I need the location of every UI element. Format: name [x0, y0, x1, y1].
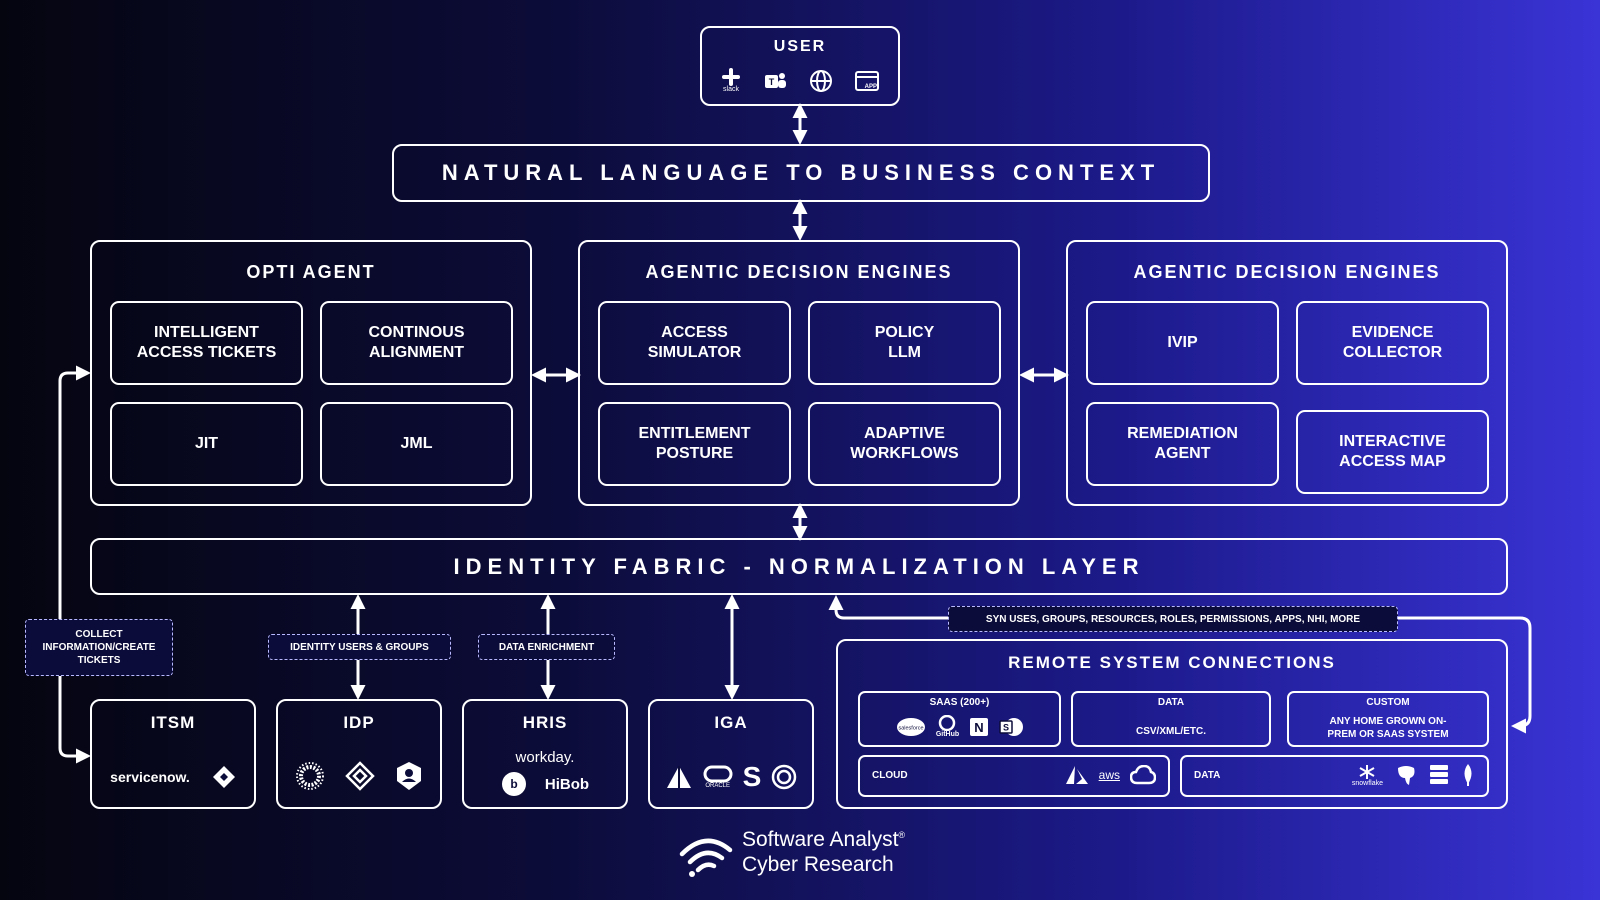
- evidence-collector-card: EVIDENCE COLLECTOR: [1296, 301, 1489, 385]
- policy-llm-card: POLICY LLM: [808, 301, 1001, 385]
- remote-title: REMOTE SYSTEM CONNECTIONS: [1008, 653, 1336, 672]
- ivip-card: IVIP: [1086, 301, 1279, 385]
- workday-logo: workday.: [515, 749, 575, 766]
- footer-logo: Software Analyst® Cyber Research: [678, 828, 938, 884]
- ping-identity-icon: [345, 761, 375, 791]
- data-connector: DATA CSV/XML/ETC.: [1071, 691, 1271, 747]
- panel-title: AGENTIC DECISION ENGINES: [1133, 262, 1441, 282]
- idp-box: IDP: [276, 699, 442, 809]
- github-caption: GitHub: [935, 731, 960, 738]
- teams-icon: T: [763, 68, 787, 93]
- database-server-icon: [1429, 764, 1449, 786]
- svg-text:N: N: [974, 720, 983, 735]
- data-label: DATA: [1157, 697, 1185, 708]
- cloud-connector: CLOUD aws: [858, 755, 1170, 797]
- data-enrichment-tag: DATA ENRICHMENT: [478, 634, 615, 660]
- snowflake-icon: snowflake: [1352, 764, 1383, 787]
- data-warehouse-connector: DATA snowflake: [1180, 755, 1489, 797]
- sailpoint-icon: [665, 764, 693, 790]
- notion-icon: N: [969, 717, 989, 737]
- itsm-box: ITSM servicenow.: [90, 699, 256, 809]
- mongodb-leaf-icon: [1461, 763, 1475, 787]
- app-caption: APP: [864, 84, 877, 90]
- jml-card: JML: [320, 402, 513, 486]
- collect-tickets-tag: COLLECT INFORMATION/CREATE TICKETS: [25, 619, 173, 676]
- salesforce-icon: salesforce: [896, 717, 926, 737]
- ring-logo-icon: [771, 764, 797, 790]
- user-title: USER: [773, 38, 827, 55]
- footer-line1: Software Analyst®: [742, 828, 906, 851]
- servicenow-logo: servicenow.: [110, 769, 190, 785]
- saas-connector: SAAS (200+) salesforce GitHub N S: [858, 691, 1061, 747]
- github-icon: GitHub: [936, 715, 959, 738]
- hibob-logo: HiBob: [544, 775, 590, 793]
- adaptive-workflows-card: ADAPTIVE WORKFLOWS: [808, 402, 1001, 486]
- panel-title: AGENTIC DECISION ENGINES: [645, 262, 953, 282]
- user-badge-icon: [395, 761, 423, 791]
- oracle-icon: ORACLE: [703, 765, 733, 789]
- svg-text:S: S: [1003, 722, 1009, 732]
- sharepoint-icon: S: [999, 716, 1024, 738]
- interactive-access-map-card: INTERACTIVE ACCESS MAP: [1296, 410, 1489, 494]
- cloud-label: CLOUD: [872, 770, 908, 781]
- decision-engines-panel: AGENTIC DECISION ENGINES ACCESS SIMULATO…: [578, 240, 1020, 506]
- continous-alignment-card: CONTINOUS ALIGNMENT: [320, 301, 513, 385]
- globe-icon: [809, 68, 833, 93]
- oracle-caption: ORACLE: [705, 783, 730, 789]
- entitlement-posture-card: ENTITLEMENT POSTURE: [598, 402, 791, 486]
- slack-caption: slack: [723, 86, 739, 93]
- custom-connector: CUSTOM ANY HOME GROWN ON- PREM OR SAAS S…: [1287, 691, 1489, 747]
- custom-label: CUSTOM: [1366, 697, 1410, 708]
- sync-entities-tag: SYN USES, GROUPS, RESOURCES, ROLES, PERM…: [948, 606, 1398, 632]
- saas-label: SAAS (200+): [929, 697, 990, 708]
- svg-text:b: b: [510, 777, 517, 791]
- custom-description: ANY HOME GROWN ON- PREM OR SAAS SYSTEM: [1327, 716, 1449, 740]
- iga-title: IGA: [714, 713, 748, 732]
- idp-title: IDP: [343, 713, 375, 732]
- salesforce-caption: salesforce: [898, 725, 923, 731]
- hris-title: HRIS: [522, 713, 568, 732]
- decision-engines-panel-2: AGENTIC DECISION ENGINES IVIP EVIDENCE C…: [1066, 240, 1508, 506]
- okta-sunburst-icon: [295, 761, 325, 791]
- identity-users-groups-tag: IDENTITY USERS & GROUPS: [268, 634, 451, 660]
- data2-label: DATA: [1194, 770, 1221, 781]
- gcp-cloud-icon: [1130, 765, 1156, 785]
- intelligent-access-tickets-card: INTELLIGENT ACCESS TICKETS: [110, 301, 303, 385]
- aws-logo: aws: [1098, 768, 1120, 782]
- data-formats: CSV/XML/ETC.: [1135, 726, 1206, 737]
- identity-fabric-banner: IDENTITY FABRIC - NORMALIZATION LAYER: [90, 538, 1508, 595]
- svg-text:T: T: [769, 77, 775, 87]
- diamond-icon: [212, 765, 236, 789]
- natural-language-banner: NATURAL LANGUAGE TO BUSINESS CONTEXT: [392, 144, 1210, 202]
- jit-card: JIT: [110, 402, 303, 486]
- remote-system-connections-panel: REMOTE SYSTEM CONNECTIONS SAAS (200+) sa…: [836, 639, 1508, 809]
- postgres-icon: [1395, 764, 1417, 786]
- azure-icon: [1065, 765, 1089, 785]
- remediation-agent-card: REMEDIATION AGENT: [1086, 402, 1279, 486]
- app-icon: APP: [855, 68, 879, 93]
- registered-mark: ®: [898, 830, 906, 840]
- opti-agent-panel: OPTI AGENT INTELLIGENT ACCESS TICKETS CO…: [90, 240, 532, 506]
- user-box: USER slack T APP: [700, 26, 900, 106]
- wifi-signal-icon: [678, 832, 734, 878]
- footer-line2: Cyber Research: [742, 853, 894, 876]
- access-simulator-card: ACCESS SIMULATOR: [598, 301, 791, 385]
- hris-box: HRIS workday. b HiBob: [462, 699, 628, 809]
- itsm-title: ITSM: [150, 713, 196, 732]
- saviynt-icon: S: [742, 761, 762, 792]
- slack-icon: slack: [721, 68, 741, 93]
- bamboo-icon: b: [501, 771, 527, 797]
- iga-box: IGA ORACLE S: [648, 699, 814, 809]
- panel-title: OPTI AGENT: [246, 262, 376, 282]
- snowflake-caption: snowflake: [1351, 779, 1383, 787]
